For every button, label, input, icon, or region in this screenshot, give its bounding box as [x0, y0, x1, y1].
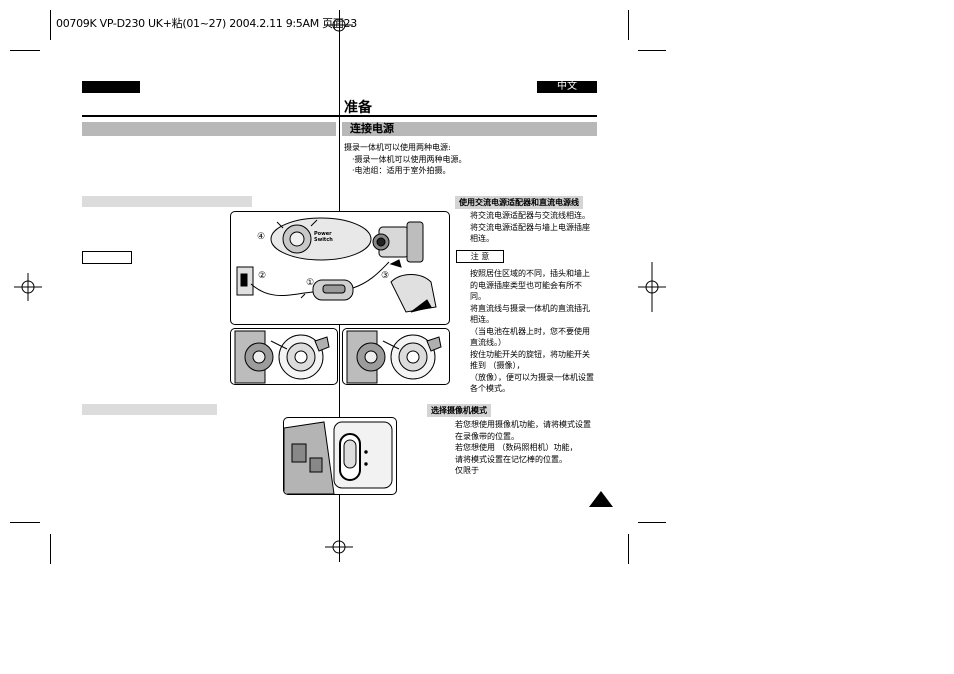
language-tab-english [82, 81, 140, 93]
section-bar-left [82, 122, 336, 136]
left-note-box [82, 251, 132, 264]
left-subsection-bar-2 [82, 404, 217, 415]
label-3: ③ [381, 271, 390, 281]
next-page-triangle-icon [589, 491, 613, 507]
label-4: ④ [257, 232, 266, 242]
left-subsection-bar-1 [82, 196, 252, 207]
subsection-title-mode: 选择摄像机模式 [427, 404, 491, 417]
language-tab-chinese: 中文 [537, 81, 597, 93]
ac-steps: 将交流电源适配器与交流线相连。 将交流电源适配器与墙上电源插座 相连。 [470, 211, 590, 243]
dial-figure-right [342, 328, 450, 385]
subsection-title-ac: 使用交流电源适配器和直流电源线 [455, 196, 583, 209]
label-2: ② [258, 271, 267, 281]
title-rule [82, 115, 597, 117]
mode-switch-figure [283, 417, 397, 495]
power-connection-figure: ④ ② ① ③ Power Switch [230, 211, 450, 325]
label-1: ① [306, 278, 315, 288]
note-text: 按照居住区域的不同，插头和墙上 的电源插座类型也可能会有所不 同。 将直流线与摄… [470, 269, 594, 393]
power-intro: 摄录一体机可以使用两种电源: ·摄录一体机可以使用两种电源。 ·电池组：适用于室… [344, 143, 467, 175]
mode-text: 若您想使用摄像机功能，请将模式设置 在录像带的位置。 若您想使用 （数码照相机）… [455, 420, 591, 475]
page-title: 准备 [344, 100, 372, 116]
print-header: 00709K VP-D230 UK+粘(01~27) 2004.2.11 9:5… [56, 17, 357, 30]
dial-figure-left [230, 328, 338, 385]
section-title-power: 连接电源 [342, 122, 597, 136]
power-switch-label: Power Switch [314, 231, 333, 243]
